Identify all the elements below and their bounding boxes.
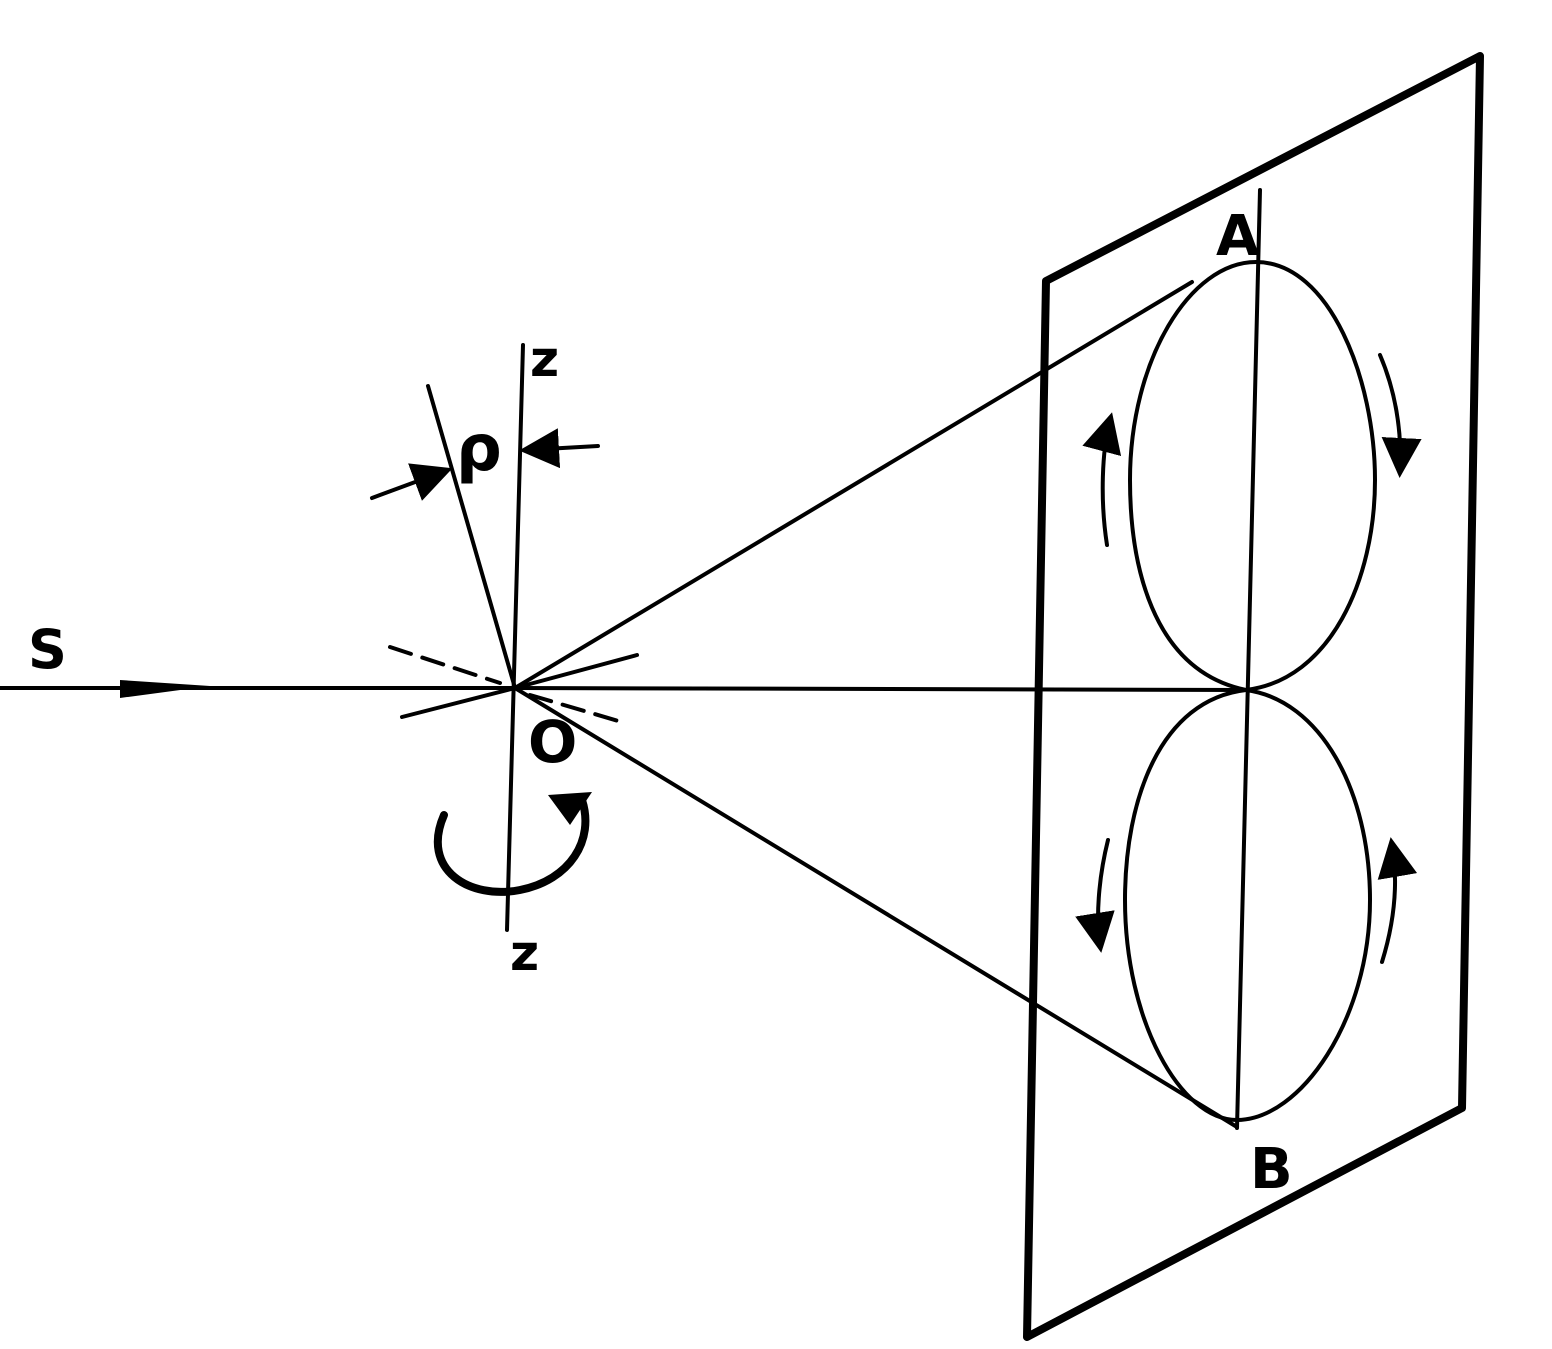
upper-right-arrow-icon: [1378, 353, 1422, 478]
rho-arrow-left: [370, 463, 453, 501]
screen-plane: [1023, 52, 1484, 1341]
rho-arrow-right: [519, 428, 600, 469]
central-axis: [513, 686, 1248, 692]
upper-left-arrow-icon: [1082, 412, 1122, 547]
label-source: S: [28, 618, 67, 681]
ray-to-a: [513, 280, 1194, 690]
label-axis-bottom: z: [510, 924, 539, 982]
label-angle: ρ: [456, 412, 502, 486]
upper-loop: [1128, 260, 1377, 692]
label-point-a: A: [1216, 204, 1260, 269]
lower-left-arrow-icon: [1075, 838, 1115, 953]
rotation-arrowhead-icon: [548, 792, 592, 825]
label-point-b: B: [1250, 1137, 1293, 1202]
lower-right-arrow-icon: [1377, 837, 1418, 964]
ray-to-b: [513, 686, 1239, 1129]
label-origin: O: [528, 708, 577, 776]
z-axis: [505, 343, 525, 932]
ab-line: [1235, 188, 1262, 1130]
scatter-line-2: [513, 653, 639, 690]
rotation-arrow-icon: [434, 796, 590, 896]
scatter-dash-2: [528, 693, 627, 725]
scatter-line-1: [400, 686, 517, 719]
incident-ray-arrow-icon: [120, 680, 210, 698]
label-axis-top: z: [530, 330, 559, 388]
scatter-dash-1: [388, 645, 502, 685]
tilted-axis: [426, 384, 517, 690]
